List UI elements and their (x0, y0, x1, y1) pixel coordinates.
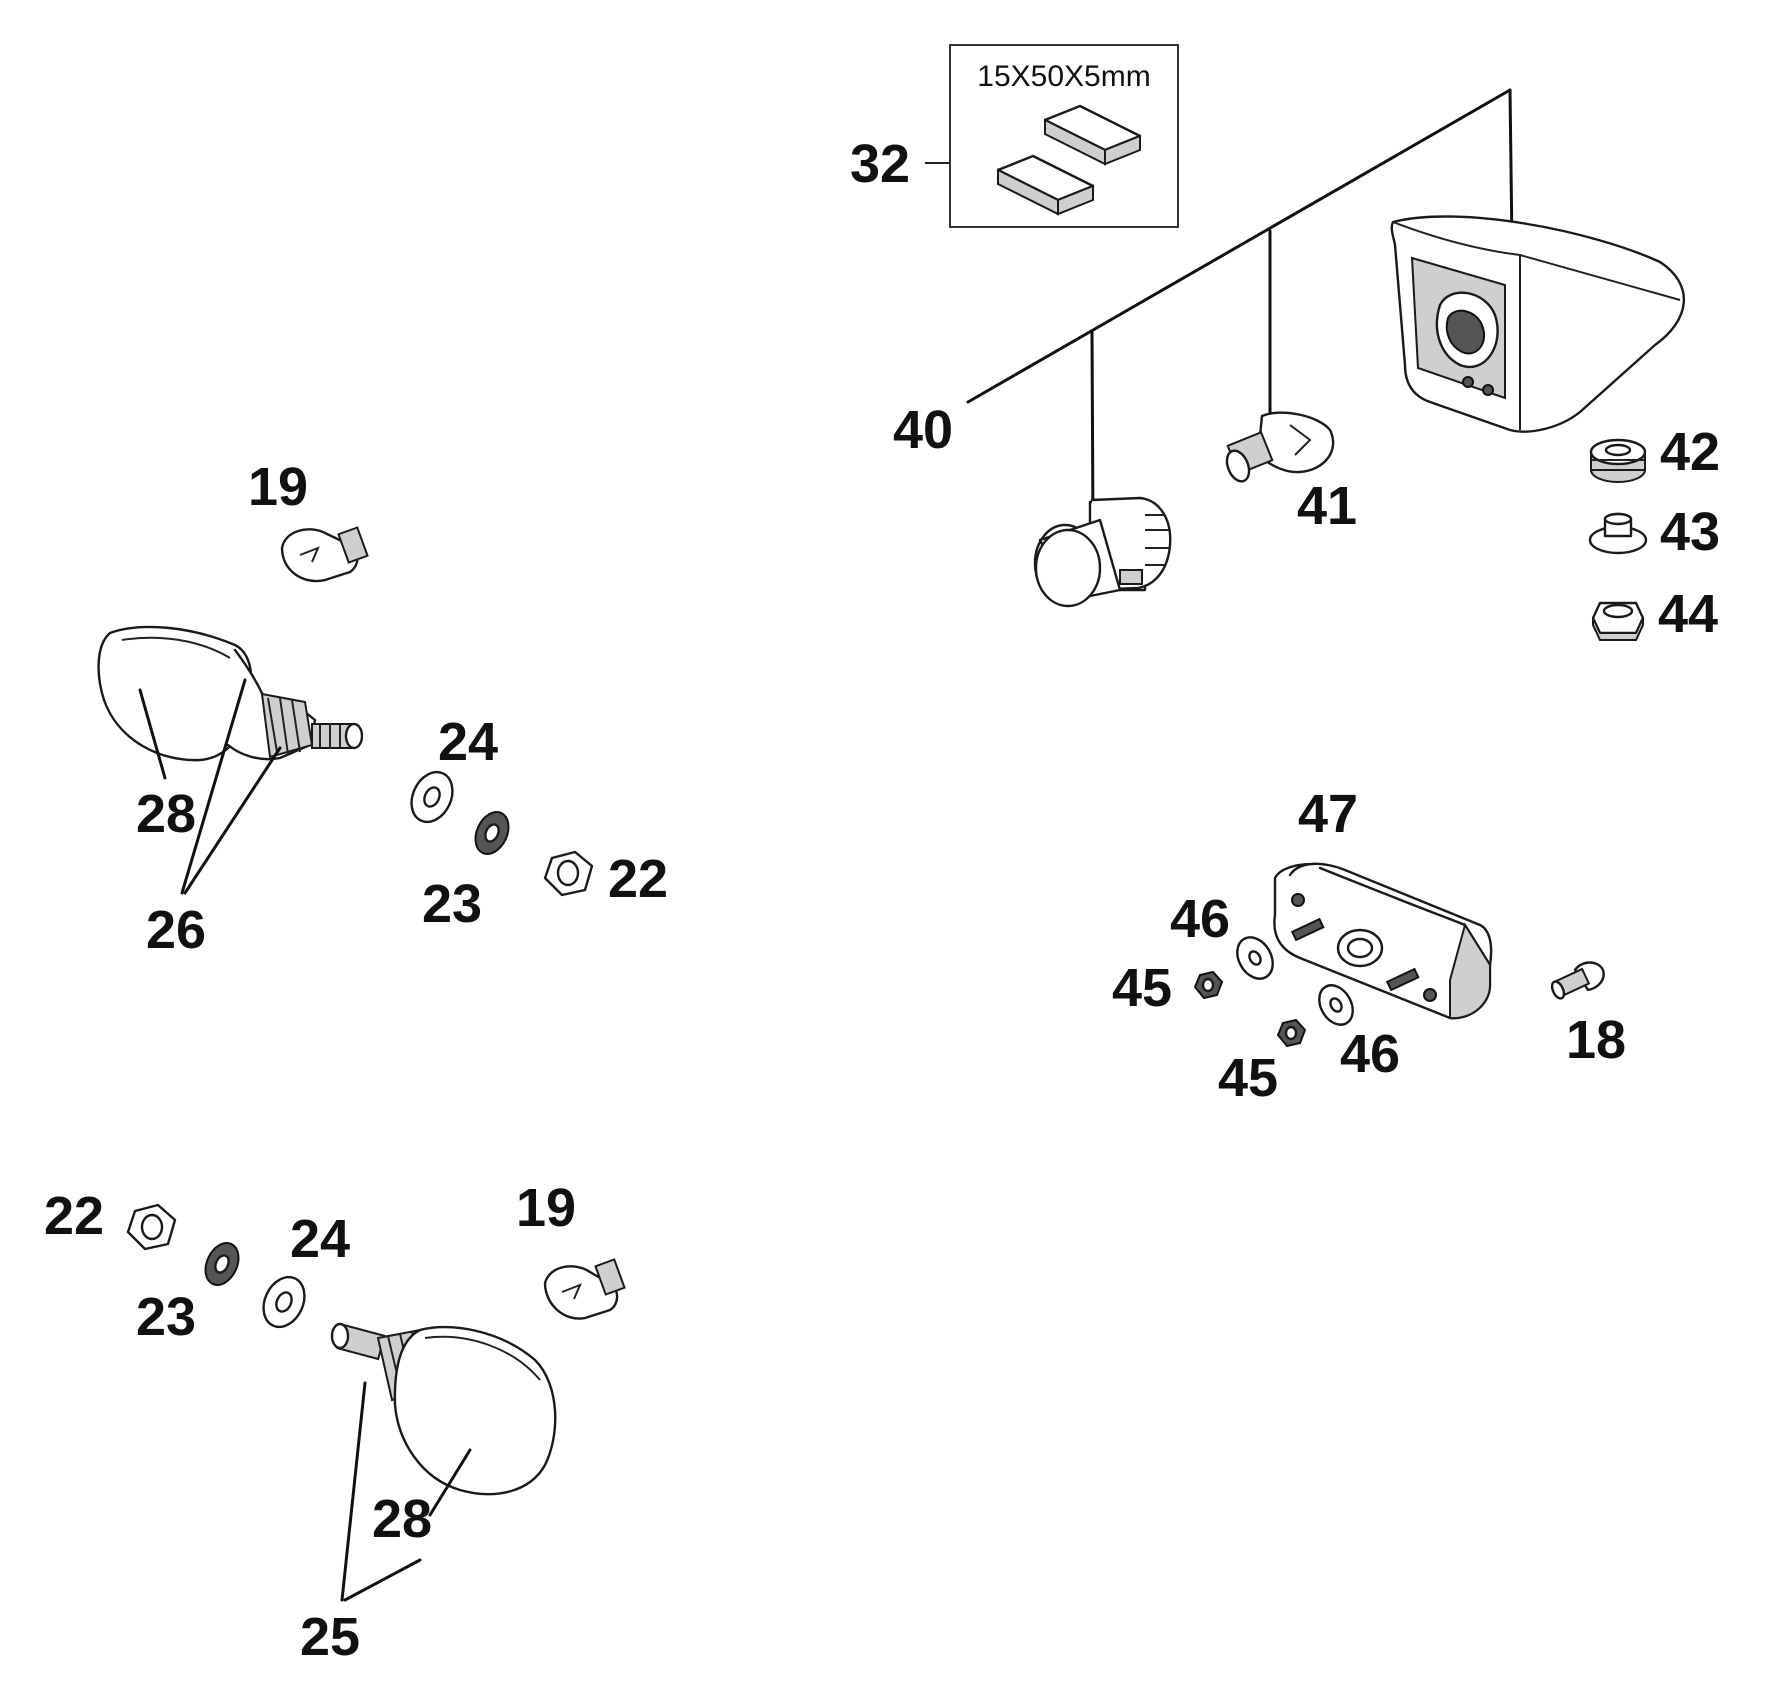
turn-signal-upper (97, 625, 364, 762)
washer-46-lower (1318, 984, 1354, 1026)
lockwasher-23-lower (204, 1242, 240, 1286)
callout-25: 25 (300, 1607, 360, 1667)
leaders-lower (340, 1381, 472, 1602)
callout-23-upper: 23 (422, 874, 482, 934)
nut-44 (1591, 601, 1645, 641)
bulb-19-upper (280, 526, 369, 583)
turn-signal-lower (330, 1322, 557, 1496)
callout-labels: 32 40 41 42 43 44 19 28 26 24 23 22 47 4… (44, 134, 1720, 1667)
callout-46-upper: 46 (1170, 889, 1230, 949)
pad-upper (1043, 104, 1142, 166)
bulb-19-lower (543, 1258, 626, 1320)
callout-19-upper: 19 (248, 457, 308, 517)
kit-dimension-text: 15X50X5mm (977, 60, 1150, 93)
nut-45-upper (1193, 970, 1224, 1000)
pad-lower (996, 154, 1095, 216)
callout-26: 26 (146, 900, 206, 960)
callout-40: 40 (893, 400, 953, 460)
bulb-41 (1225, 411, 1335, 483)
callout-22-upper: 22 (608, 849, 668, 909)
washer-46-upper (1236, 936, 1274, 980)
nut-43 (1588, 512, 1648, 555)
callout-24-upper: 24 (438, 712, 498, 772)
bulb-socket (1033, 496, 1172, 608)
grommet-42 (1589, 438, 1647, 483)
headlamp-housing (1390, 215, 1686, 433)
tail-light-47 (1273, 862, 1493, 1020)
leader-lines-40 (966, 88, 1514, 532)
callout-45-upper: 45 (1112, 958, 1172, 1018)
callout-47: 47 (1298, 784, 1358, 844)
kit-box-32: 15X50X5mm (925, 44, 1179, 228)
lockwasher-23-upper (474, 811, 510, 855)
callout-44: 44 (1658, 584, 1718, 644)
callout-32: 32 (850, 134, 910, 194)
callout-22-lower: 22 (44, 1186, 104, 1246)
callout-19-lower: 19 (516, 1178, 576, 1238)
callout-28-upper: 28 (136, 784, 196, 844)
leaders-upper (138, 678, 282, 895)
callout-18: 18 (1566, 1010, 1626, 1070)
bulb-18 (1550, 961, 1605, 1000)
washer-24-lower (262, 1275, 306, 1329)
callout-41: 41 (1297, 476, 1357, 536)
nut-45-lower (1276, 1018, 1307, 1048)
callout-28-lower: 28 (372, 1489, 432, 1549)
washer-24-upper (410, 770, 454, 824)
callout-46-lower: 46 (1340, 1024, 1400, 1084)
callout-24-lower: 24 (290, 1209, 350, 1269)
nut-22-upper (543, 850, 594, 897)
callout-23-lower: 23 (136, 1287, 196, 1347)
callout-43: 43 (1660, 502, 1720, 562)
callout-42: 42 (1660, 422, 1720, 482)
callout-45-lower: 45 (1218, 1048, 1278, 1108)
nut-22-lower (126, 1203, 177, 1251)
